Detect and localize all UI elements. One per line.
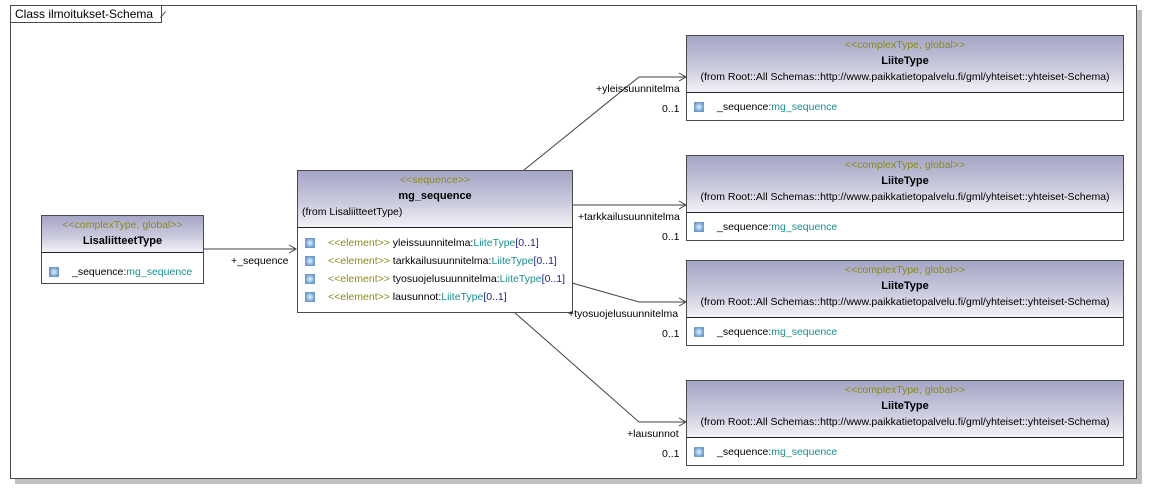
role-label-sequence: +_sequence xyxy=(231,255,289,267)
role-label-tyosuojelusuunnitelma: +tyosuojelusuunnitelma xyxy=(568,308,679,320)
element-type: LiiteType xyxy=(499,273,542,285)
attribute-type: mg_sequence xyxy=(771,326,838,338)
class-liitetype-4[interactable]: <<complexType, global>> LiiteType (from … xyxy=(686,380,1124,466)
class-origin: (from Root::All Schemas::http://www.paik… xyxy=(700,191,1110,203)
attribute-name: _sequence: xyxy=(717,326,772,338)
class-stereotype: <<complexType, global>> xyxy=(844,39,966,51)
element-row[interactable]: <<element>> tyosuojelusuunnitelma:LiiteT… xyxy=(298,270,565,288)
class-header: <<complexType, global>> LisaliitteetType xyxy=(42,216,203,253)
element-multiplicity: [0..1] xyxy=(483,291,507,303)
element-icon xyxy=(305,256,315,266)
element-stereotype: <<element>> xyxy=(328,237,390,249)
element-icon xyxy=(305,274,315,284)
attribute-row[interactable]: _sequence:mg_sequence xyxy=(687,323,1123,341)
class-name: LiiteType xyxy=(881,400,929,412)
attribute-name: _sequence: xyxy=(717,446,772,458)
element-stereotype: <<element>> xyxy=(328,291,390,303)
class-stereotype: <<complexType, global>> xyxy=(844,384,966,396)
attribute-row[interactable]: _sequence:mg_sequence xyxy=(42,263,203,281)
role-label-lausunnot: +lausunnot xyxy=(627,428,679,440)
class-origin: (from Root::All Schemas::http://www.paik… xyxy=(700,71,1110,83)
element-row[interactable]: <<element>> tarkkailusuunnitelma:LiiteTy… xyxy=(298,252,572,270)
attribute-icon xyxy=(694,447,704,457)
attribute-row[interactable]: _sequence:mg_sequence xyxy=(687,218,1123,236)
element-row[interactable]: <<element>> yleissuunnitelma:LiiteType[0… xyxy=(298,234,572,252)
element-stereotype: <<element>> xyxy=(328,273,390,285)
attribute-row[interactable]: _sequence:mg_sequence xyxy=(687,443,1123,461)
class-header: <<complexType, global>> LiiteType (from … xyxy=(687,156,1123,213)
multiplicity-tarkkailusuunnitelma: 0..1 xyxy=(662,231,680,243)
class-liitetype-1[interactable]: <<complexType, global>> LiiteType (from … xyxy=(686,35,1124,121)
attribute-name: _sequence: xyxy=(72,266,127,278)
element-multiplicity: [0..1] xyxy=(541,273,565,285)
element-name: lausunnot: xyxy=(389,291,442,303)
class-name: LisaliitteetType xyxy=(82,235,163,247)
class-origin: (from Root::All Schemas::http://www.paik… xyxy=(700,416,1110,428)
element-multiplicity: [0..1] xyxy=(533,255,557,267)
multiplicity-yleissuunnitelma: 0..1 xyxy=(662,103,680,115)
class-header: <<complexType, global>> LiiteType (from … xyxy=(687,36,1123,93)
class-name: mg_sequence xyxy=(398,190,472,202)
element-name: tyosuojelusuunnitelma: xyxy=(389,273,500,285)
class-stereotype: <<sequence>> xyxy=(399,174,471,186)
element-name: tarkkailusuunnitelma: xyxy=(389,255,492,267)
attribute-name: _sequence: xyxy=(717,101,772,113)
element-type: LiiteType xyxy=(441,291,484,303)
class-mg-sequence[interactable]: <<sequence>> mg_sequence (from Lisaliitt… xyxy=(297,170,573,313)
element-icon xyxy=(305,292,315,302)
class-header: <<complexType, global>> LiiteType (from … xyxy=(687,261,1123,318)
class-stereotype: <<complexType, global>> xyxy=(62,219,183,231)
attribute-icon xyxy=(49,267,59,277)
element-multiplicity: [0..1] xyxy=(515,237,539,249)
attribute-type: mg_sequence xyxy=(771,101,838,113)
role-label-tarkkailusuunnitelma: +tarkkailusuunnitelma xyxy=(578,211,680,223)
element-row[interactable]: <<element>> lausunnot:LiiteType[0..1] xyxy=(298,288,572,306)
role-label-yleissuunnitelma: +yleissuunnitelma xyxy=(596,83,680,95)
multiplicity-lausunnot: 0..1 xyxy=(662,448,680,460)
class-name: LiiteType xyxy=(881,55,929,67)
class-stereotype: <<complexType, global>> xyxy=(844,159,966,171)
attribute-type: mg_sequence xyxy=(771,446,838,458)
element-name: yleissuunnitelma: xyxy=(389,237,474,249)
class-liitetype-3[interactable]: <<complexType, global>> LiiteType (from … xyxy=(686,260,1124,346)
attribute-icon xyxy=(694,222,704,232)
multiplicity-tyosuojelusuunnitelma: 0..1 xyxy=(662,328,680,340)
attribute-icon xyxy=(694,102,704,112)
element-type: LiiteType xyxy=(491,255,534,267)
diagram-title: Class ilmoitukset-Schema xyxy=(11,6,163,23)
class-liitetype-2[interactable]: <<complexType, global>> LiiteType (from … xyxy=(686,155,1124,241)
attribute-icon xyxy=(694,327,704,337)
class-stereotype: <<complexType, global>> xyxy=(844,264,966,276)
element-icon xyxy=(305,238,315,248)
element-stereotype: <<element>> xyxy=(328,255,390,267)
class-origin: (from LisaliitteetType) xyxy=(302,206,403,218)
element-type: LiiteType xyxy=(473,237,516,249)
class-origin: (from Root::All Schemas::http://www.paik… xyxy=(700,296,1110,308)
class-header: <<sequence>> mg_sequence (from Lisaliitt… xyxy=(298,171,572,228)
class-header: <<complexType, global>> LiiteType (from … xyxy=(687,381,1123,438)
class-name: LiiteType xyxy=(881,280,929,292)
attribute-row[interactable]: _sequence:mg_sequence xyxy=(687,98,1123,116)
attribute-type: mg_sequence xyxy=(126,266,193,278)
attribute-name: _sequence: xyxy=(717,221,772,233)
class-name: LiiteType xyxy=(881,175,929,187)
class-lisaliitteettype[interactable]: <<complexType, global>> LisaliitteetType… xyxy=(41,215,204,284)
attribute-type: mg_sequence xyxy=(771,221,838,233)
